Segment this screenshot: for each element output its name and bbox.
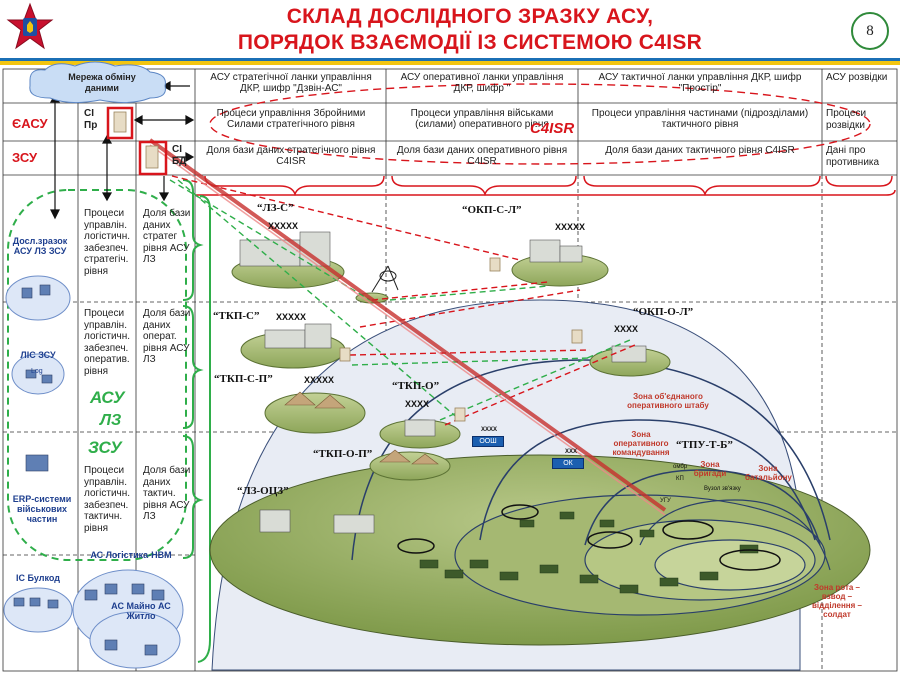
node-okp-s-l-echelon: ХХХХХ — [555, 222, 586, 232]
si-bd-label: СІ БД — [172, 144, 187, 167]
box-ok: ОК — [552, 458, 584, 469]
db-strategic: Доля бази даних стратегічного рівня С4IS… — [206, 145, 376, 167]
node-tkp-o: “ТКП-О” — [392, 380, 440, 392]
system-dosl-label: Досл.зразок АСУ ЛЗ ЗСУ — [12, 236, 68, 256]
lz-r1-proc: Процеси управлін. логістичн. забезпеч. с… — [84, 208, 131, 277]
system-is-bulkod-label: ІС Булкод — [16, 573, 60, 583]
coat-of-arms-logo — [6, 2, 54, 54]
db-tactical: Доля бази даних тактичного рівня С4ISR — [605, 145, 795, 156]
col-strategic-header: АСУ стратегічної ланки управління ДКР, ш… — [210, 72, 372, 94]
c4isr-overlay-label: С4ISR — [530, 120, 575, 137]
col-intel-header: АСУ розвідки — [826, 72, 888, 83]
lz-r3-db: Доля бази даних тактич. рівня АСУ ЛЗ — [143, 465, 191, 522]
si-bd-box — [138, 140, 168, 176]
node-tkp-s-echelon: ХХХХХ — [276, 312, 307, 322]
node-tkp-s: “ТКП-С” — [213, 310, 260, 322]
si-pr-label: СІ Пр — [84, 108, 98, 131]
antenna-tower — [371, 265, 399, 293]
col-operational-header: АСУ оперативної ланки управління ДКР, ши… — [400, 72, 564, 94]
system-as-log-label: АС Логістика-НВМ — [90, 550, 172, 560]
lz-r2-proc: Процеси управлін. логістичн. забезпеч. о… — [84, 308, 131, 377]
proc-tactical: Процеси управління частинами (підрозділа… — [591, 108, 809, 130]
proc-intel: Процеси розвідки — [826, 108, 867, 131]
zone-ombr: омбр — [673, 464, 688, 470]
zone-company: Зона рота – взвод – відділення – солдат — [812, 583, 862, 619]
node-tpu-t-b: “ТПУ-Т-Б” — [676, 439, 733, 451]
title-line-2: ПОРЯДОК ВЗАЄМОДІЇ ІЗ СИСТЕМОЮ С4ISR — [237, 31, 703, 54]
row-easu-label: ЄАСУ — [12, 116, 48, 131]
node-lz-s-echelon: ХХХХХ — [268, 221, 299, 231]
proc-operational: Процеси управління військами (силами) оп… — [410, 108, 554, 130]
zone-battalion: Зона батальйону — [745, 464, 792, 482]
node-tkp-o-p: “ТКП-О-П” — [313, 448, 373, 460]
network-cloud-label: Мережа обміну даними — [68, 72, 136, 93]
system-lis-inner: Log — [31, 368, 43, 375]
asu-lz-label-2: ЛЗ — [100, 412, 122, 429]
server-icons — [339, 257, 583, 422]
box-oosh-echelon: ХХХХ — [481, 427, 498, 433]
c4isr-ellipse — [209, 83, 871, 165]
left-system-computers — [13, 284, 165, 656]
asu-lz-frame — [7, 189, 187, 561]
header-stripe-yellow — [0, 61, 900, 65]
red-braces — [195, 175, 896, 197]
page-number: 8 — [851, 12, 889, 50]
node-tkp-s-p: “ТКП-С-П” — [214, 373, 273, 385]
system-as-majno-label: АС Майно АС Житло — [111, 601, 171, 621]
zone-ellipses — [209, 299, 871, 671]
header-stripe-blue — [0, 58, 900, 61]
si-pr-box — [106, 106, 134, 140]
row-zsu-label: ЗСУ — [12, 150, 38, 165]
proc-strategic: Процеси управління Збройними Силами стра… — [216, 108, 366, 130]
zone-brigade: Зона бригади — [693, 460, 727, 478]
title-line-1: СКЛАД ДОСЛІДНОГО ЗРАЗКУ АСУ, — [286, 5, 654, 28]
node-okp-o-l-echelon: ХХХХ — [614, 324, 639, 334]
lz-r1-db: Доля бази даних стратег рівня АСУ ЛЗ — [143, 208, 191, 265]
lz-r2-db: Доля бази даних операт. рівня АСУ ЛЗ — [143, 308, 191, 365]
db-operational: Доля бази даних оперативного рівня С4ISR — [396, 145, 568, 167]
network-cloud — [29, 61, 166, 104]
col-tactical-header: АСУ тактичної ланки управління ДКР, шифр… — [598, 72, 802, 94]
box-ok-echelon: ХХХ — [565, 449, 578, 455]
system-lis-label: ЛІС ЗСУ — [20, 350, 56, 360]
green-braces — [182, 179, 211, 663]
db-intel: Дані про противника — [826, 145, 880, 168]
page-title: СКЛАД ДОСЛІДНОГО ЗРАЗКУ АСУ, ПОРЯДОК ВЗА… — [150, 4, 790, 56]
box-oosh: ООШ — [472, 436, 504, 447]
asu-lz-label-1: АСУ — [90, 388, 125, 407]
zone-ugu: УГУ — [660, 498, 671, 504]
zone-op-command: Зона оперативного командування — [612, 430, 670, 457]
node-lz-s: “ЛЗ-С” — [257, 202, 294, 214]
camps — [284, 391, 439, 465]
lz-r3-proc: Процеси управлін. логістичн. забезпеч. т… — [84, 465, 131, 534]
zone-united-staff: Зона об'єднаного оперативного штабу — [627, 392, 709, 410]
node-tkp-s-p-echelon: ХХХХХ — [304, 375, 335, 385]
node-okp-s-l: “ОКП-С-Л” — [462, 204, 522, 216]
main-red-link — [148, 138, 667, 512]
zone-vuzol: Вузол зв'язку — [704, 486, 741, 492]
vehicles — [419, 511, 759, 594]
node-tkp-o-echelon: ХХХХ — [405, 399, 430, 409]
asu-lz-label-3: ЗСУ — [88, 438, 122, 457]
vehicle-rings — [397, 504, 781, 571]
node-lz-ots: “ЛЗ-ОЦЗ” — [237, 485, 289, 497]
system-erp-label: ERP-системи військових частин — [12, 494, 72, 524]
zone-kp: КП — [676, 476, 684, 482]
node-okp-o-l: “ОКП-О-Л” — [633, 306, 694, 318]
